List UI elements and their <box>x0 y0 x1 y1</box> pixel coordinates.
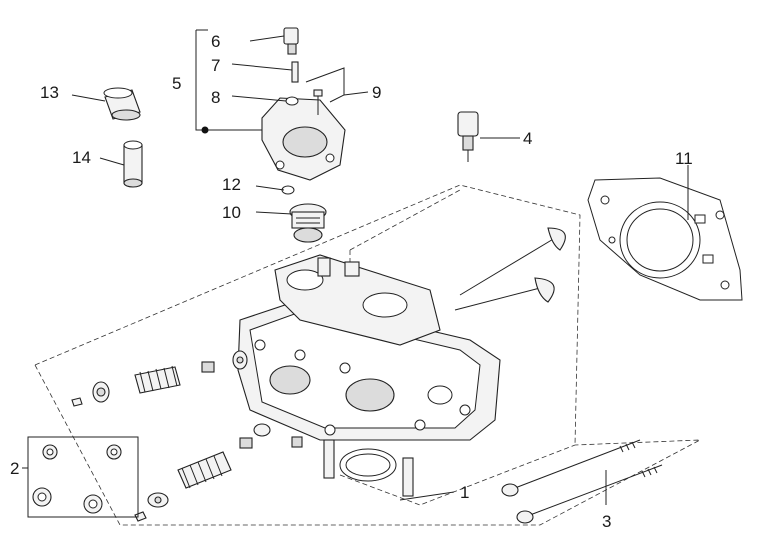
callout-2: 2 <box>10 459 19 478</box>
sleeve <box>123 140 143 188</box>
dowels-and-seal <box>323 439 414 497</box>
thermostat-housing-group <box>261 27 346 195</box>
callout-5: 5 <box>172 74 181 93</box>
valves <box>454 227 566 311</box>
callout-8: 8 <box>211 88 220 107</box>
bushing <box>103 87 141 121</box>
callout-3: 3 <box>602 512 611 531</box>
callout-6: 6 <box>211 32 220 51</box>
temperature-sensor <box>457 111 479 162</box>
callout-7: 7 <box>211 56 220 75</box>
valve-spring-set-lower <box>134 423 303 522</box>
leader-lines <box>22 29 689 505</box>
callout-labels: 1 2 3 4 5 6 7 8 9 10 11 12 13 14 <box>10 32 693 531</box>
callout-9: 9 <box>372 83 381 102</box>
callout-1: 1 <box>460 483 469 502</box>
nuts-set <box>27 436 139 518</box>
head-gasket <box>587 177 743 301</box>
callout-11: 11 <box>675 149 693 168</box>
callout-10: 10 <box>222 203 241 222</box>
callout-12: 12 <box>222 175 241 194</box>
head-bolts <box>501 439 663 524</box>
callout-13: 13 <box>40 83 59 102</box>
cylinder-head <box>237 254 501 441</box>
reference-dot <box>201 126 209 134</box>
thermostat <box>289 203 327 243</box>
callout-4: 4 <box>523 129 532 148</box>
callout-14: 14 <box>72 148 91 167</box>
valve-spring-set-upper <box>71 350 248 407</box>
